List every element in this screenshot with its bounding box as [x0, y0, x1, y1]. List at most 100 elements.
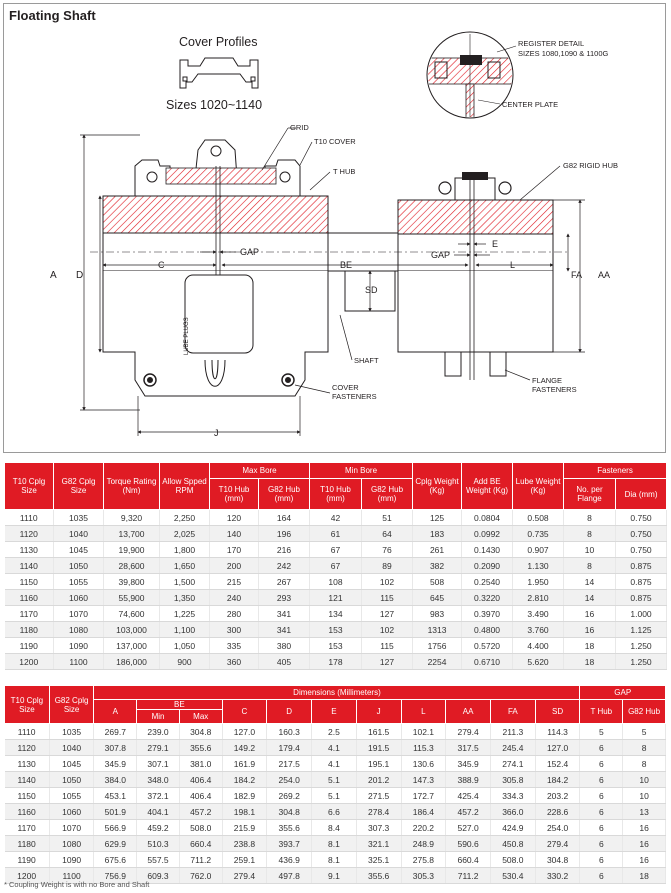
table-cell: 5 — [579, 723, 624, 740]
table-cell: 6.6 — [311, 803, 357, 820]
table-cell: 4.1 — [311, 755, 357, 772]
cover-fasteners-label: COVER — [332, 383, 359, 392]
table-cell: 18 — [563, 637, 617, 654]
table-cell: 271.5 — [356, 787, 402, 804]
dimension-lines — [80, 127, 585, 436]
table-cell: 108 — [309, 573, 363, 590]
table-cell: 393.7 — [266, 835, 313, 852]
table-cell: 275.8 — [401, 851, 447, 868]
table-cell: 2254 — [412, 653, 463, 670]
table-cell: 660.4 — [179, 835, 223, 852]
table-cell: 2.5 — [311, 723, 357, 740]
table-cell: 1200 — [4, 867, 50, 884]
table-cell: 1120 — [4, 739, 50, 756]
footnote: * Coupling Weight is with no Bore and Sh… — [4, 880, 150, 889]
table-cell: 355.6 — [179, 739, 223, 756]
header-d: D — [266, 699, 313, 724]
table-cell: 10 — [563, 541, 617, 558]
header-max-t10-hub: T10 Hub (mm) — [209, 478, 259, 510]
table-cell: 1100 — [49, 867, 95, 884]
table-cell: 1050 — [53, 557, 104, 574]
table-cell: 242 — [258, 557, 311, 574]
table-cell: 345.9 — [93, 755, 138, 772]
table-cell: 8 — [622, 739, 666, 756]
table-cell: 304.8 — [179, 723, 223, 740]
table-cell: 1040 — [53, 525, 104, 542]
technical-drawing: Cover Profiles Sizes 1020~1140 REGISTER … — [50, 31, 618, 438]
register-detail-sizes-label: SIZES 1080,1090 & 1100G — [518, 49, 609, 58]
j-label: J — [214, 428, 219, 438]
table-cell: 5 — [622, 723, 666, 740]
header-dimensions: Dimensions (Millimeters) — [93, 685, 581, 700]
table-cell: 0.2090 — [461, 557, 514, 574]
table-cell: 1035 — [49, 723, 95, 740]
table-cell: 330.2 — [535, 867, 581, 884]
header-t10-size: T10 Cplg Size — [4, 685, 50, 724]
header-be: BE — [136, 699, 223, 710]
table-cell: 19,900 — [103, 541, 160, 558]
table-cell: 147.3 — [401, 771, 447, 788]
table-cell: 675.6 — [93, 851, 138, 868]
table-cell: 170 — [209, 541, 259, 558]
table-cell: 510.3 — [136, 835, 180, 852]
table-cell: 1045 — [49, 755, 95, 772]
table-cell: 74,600 — [103, 605, 160, 622]
table-cell: 55,900 — [103, 589, 160, 606]
table-cell: 1170 — [4, 605, 54, 622]
table-cell: 39,800 — [103, 573, 160, 590]
table-cell: 203.2 — [535, 787, 581, 804]
header-torque: Torque Rating (Nm) — [103, 462, 160, 510]
table-cell: 278.4 — [356, 803, 402, 820]
table-cell: 198.1 — [222, 803, 268, 820]
table-cell: 153 — [309, 621, 363, 638]
table-cell: 348.0 — [136, 771, 180, 788]
header-gap: GAP — [579, 685, 666, 700]
table-cell: 259.1 — [222, 851, 268, 868]
table-cell: 0.2540 — [461, 573, 514, 590]
header-gap-g82-hub: G82 Hub — [622, 699, 666, 724]
table-cell: 1130 — [4, 755, 50, 772]
table-cell: 3.760 — [512, 621, 565, 638]
table-cell: 4.1 — [311, 739, 357, 756]
header-a: A — [93, 699, 138, 724]
table-cell: 127 — [361, 605, 414, 622]
table-cell: 508.0 — [179, 819, 223, 836]
table-cell: 161.5 — [356, 723, 402, 740]
table-cell: 334.3 — [490, 787, 536, 804]
table-cell: 161.9 — [222, 755, 268, 772]
table-cell: 406.4 — [179, 787, 223, 804]
table-cell: 183 — [412, 525, 463, 542]
table-cell: 1190 — [4, 851, 50, 868]
table-cell: 51 — [361, 509, 414, 526]
g82-rigid-hub-label: G82 RIGID HUB — [563, 161, 618, 170]
table-cell: 16 — [563, 621, 617, 638]
table-cell: 102.1 — [401, 723, 447, 740]
table-cell: 424.9 — [490, 819, 536, 836]
table-cell: 130.6 — [401, 755, 447, 772]
header-g82-size: G82 Cplg Size — [48, 685, 95, 724]
table-cell: 388.9 — [445, 771, 491, 788]
header-l: L — [400, 699, 447, 724]
c-label: C — [158, 260, 165, 270]
table-cell: 0.875 — [615, 557, 668, 574]
table-cell: 1,100 — [159, 621, 210, 638]
table-cell: 1040 — [49, 739, 95, 756]
table-cell: 76 — [361, 541, 414, 558]
table-cell: 1110 — [4, 509, 54, 526]
table-cell: 186.4 — [401, 803, 447, 820]
table-cell: 1045 — [53, 541, 104, 558]
table-cell: 10 — [622, 787, 666, 804]
table-cell: 0.750 — [615, 525, 668, 542]
table-cell: 1150 — [4, 787, 50, 804]
grid-label: GRID — [290, 123, 309, 132]
t10-coupling-drawing — [102, 139, 329, 397]
table-cell: 1.950 — [512, 573, 565, 590]
table-cell: 201.2 — [356, 771, 402, 788]
register-detail-drawing — [426, 31, 517, 119]
table-cell: 191.5 — [356, 739, 402, 756]
cover-profile-drawing — [179, 57, 259, 89]
